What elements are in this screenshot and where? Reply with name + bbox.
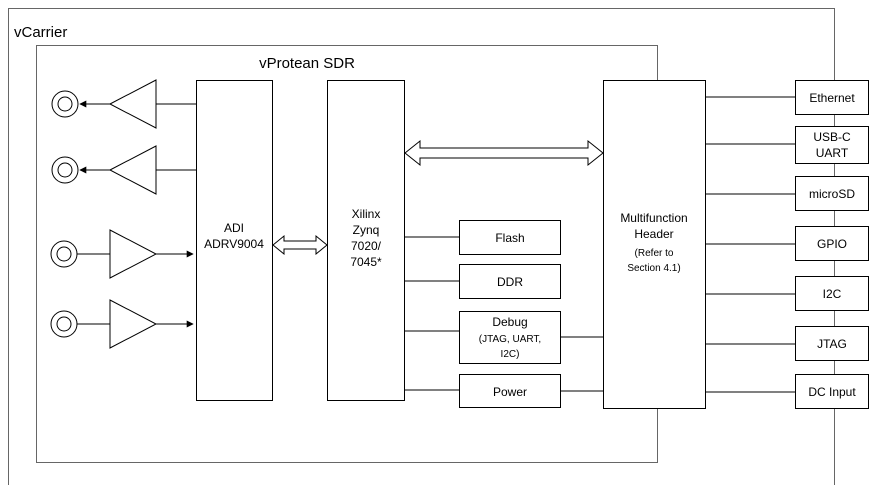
- rf-connector: [50, 240, 78, 268]
- xilinx-zynq-block: Xilinx Zynq 7020/ 7045*: [327, 80, 405, 401]
- rx-amplifier: [77, 229, 194, 279]
- port-i2c: I2C: [795, 276, 869, 311]
- port-usb-c-uart: USB-C UART: [795, 126, 869, 164]
- port-ethernet: Ethernet: [795, 80, 869, 115]
- sdr-title: vProtean SDR: [259, 55, 355, 72]
- xilinx-label-line4: 7045*: [350, 255, 382, 269]
- header-label-line2: Header: [634, 227, 673, 241]
- port-microsd: microSD: [795, 176, 869, 211]
- adi-label-line2: ADRV9004: [204, 237, 264, 251]
- rf-connector: [51, 156, 79, 184]
- port-jtag-label: JTAG: [817, 337, 847, 351]
- debug-label-line2: (JTAG, UART,: [479, 334, 541, 345]
- power-label: Power: [493, 385, 527, 399]
- port-ethernet-label: Ethernet: [809, 91, 855, 105]
- port-gpio: GPIO: [795, 226, 869, 261]
- rf-connector: [51, 90, 79, 118]
- port-uart-label: UART: [816, 146, 849, 160]
- port-connections: [705, 96, 795, 393]
- header-connections: [561, 336, 603, 392]
- port-gpio-label: GPIO: [817, 237, 847, 251]
- adi-transceiver-block: ADI ADRV9004: [196, 80, 273, 401]
- ddr-label: DDR: [497, 275, 523, 289]
- flash-label: Flash: [495, 231, 524, 245]
- flash-block: Flash: [459, 220, 561, 255]
- adi-label-line1: ADI: [224, 221, 244, 235]
- rf-connector: [50, 310, 78, 338]
- adi-xilinx-link-arrow: [272, 234, 328, 256]
- port-dc-input: DC Input: [795, 374, 869, 409]
- ddr-block: DDR: [459, 264, 561, 299]
- xilinx-label-line1: Xilinx: [352, 207, 381, 221]
- rx-amplifier: [77, 299, 194, 349]
- header-label-line1: Multifunction: [620, 211, 687, 225]
- port-i2c-label: I2C: [823, 287, 842, 301]
- multifunction-header-block: Multifunction Header (Refer to Section 4…: [603, 80, 706, 409]
- debug-label-line1: Debug: [492, 315, 527, 329]
- xilinx-label-line3: 7020/: [351, 239, 382, 253]
- vcarrier-title: vCarrier: [14, 24, 67, 41]
- xilinx-header-link-arrow: [404, 139, 604, 167]
- debug-label-line3: I2C): [501, 349, 520, 360]
- header-label-line3: (Refer to: [635, 248, 674, 259]
- xilinx-label-line2: Zynq: [353, 223, 380, 237]
- port-usb-c-label: USB-C: [813, 130, 851, 144]
- port-jtag: JTAG: [795, 326, 869, 361]
- debug-block: Debug (JTAG, UART, I2C): [459, 311, 561, 364]
- port-dc-input-label: DC Input: [808, 385, 856, 399]
- power-block: Power: [459, 374, 561, 408]
- tx-amplifier: [79, 79, 196, 129]
- port-microsd-label: microSD: [809, 187, 855, 201]
- xilinx-connections: [404, 236, 459, 391]
- header-label-line4: Section 4.1): [627, 263, 680, 274]
- tx-amplifier: [79, 145, 196, 195]
